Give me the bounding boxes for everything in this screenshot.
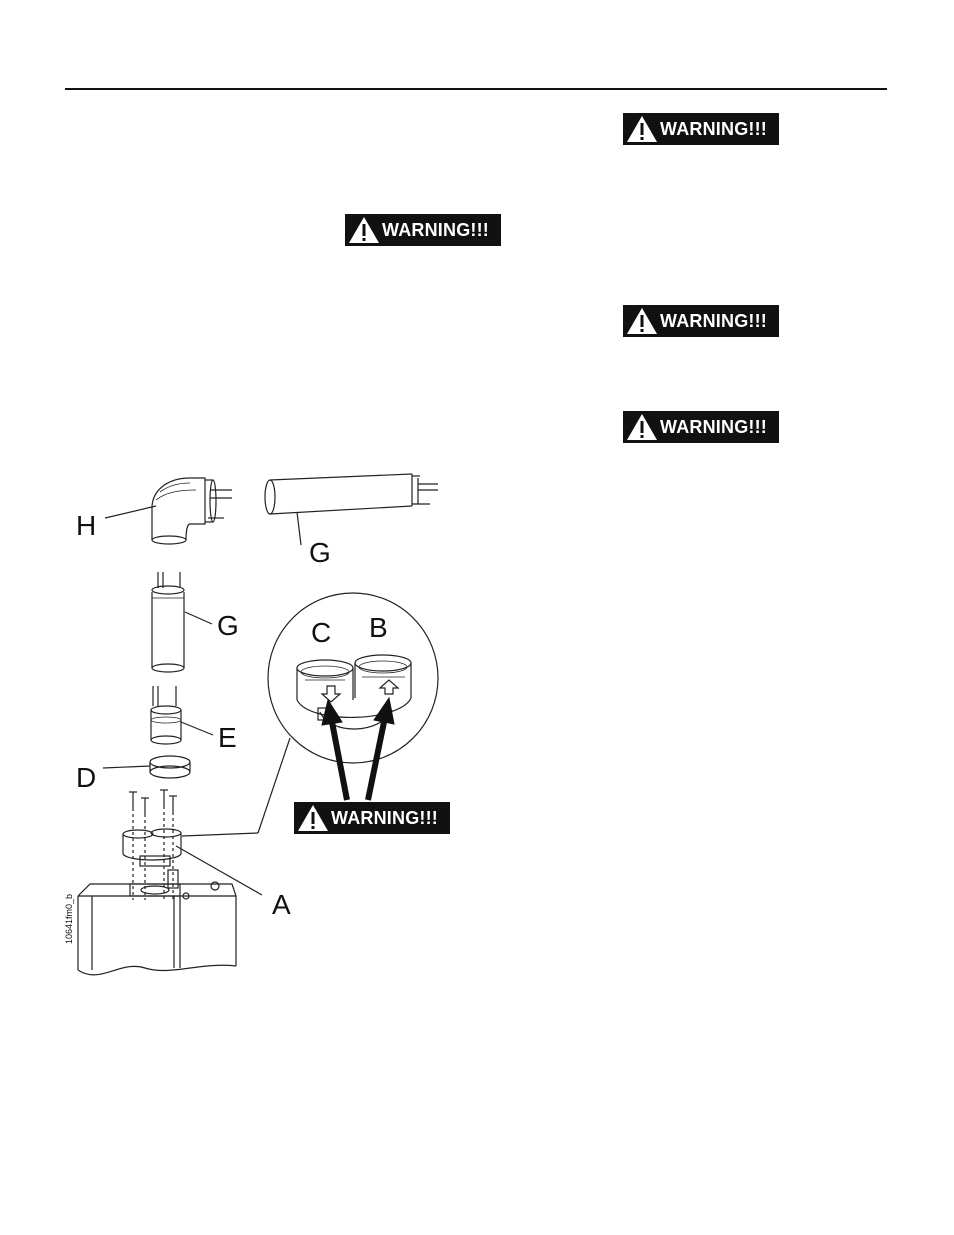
warning-triangle-icon [349,217,379,243]
warning-triangle-icon [627,116,657,142]
twin-port-adaptor-a [122,828,182,867]
warning-triangle-icon [627,308,657,334]
part-label-a: A [272,889,291,920]
elbow-pipe-h [151,477,232,545]
warning-badge: WARNING!!! [623,113,779,145]
drawing-reference-code: 10641fm0_b [64,894,74,944]
warning-badge: WARNING!!! [623,305,779,337]
part-label-h: H [76,510,96,541]
warning-label: WARNING!!! [331,807,438,828]
part-label-e: E [218,722,237,753]
screws [129,789,177,900]
leader-lines [102,505,302,896]
part-label-d: D [76,762,96,793]
part-label-b: B [369,612,388,643]
warning-triangle-icon [627,414,657,440]
straight-pipe-g-horizontal [264,473,438,515]
adaptor-e [150,686,182,745]
arrow-icon [320,679,400,703]
clamp-ring-d [149,755,191,779]
warning-arrows [321,696,395,801]
warning-label: WARNING!!! [382,219,489,240]
warning-badge: WARNING!!! [345,214,501,246]
warning-label: WARNING!!! [660,416,767,437]
part-label-g: G [309,537,331,568]
header-rule [65,88,887,90]
warning-label: WARNING!!! [660,310,767,331]
straight-pipe-g-vertical [151,572,185,673]
part-label-g: G [217,610,239,641]
warning-triangle-icon [298,805,328,831]
part-label-c: C [311,617,331,648]
warning-badge: WARNING!!! [623,411,779,443]
warning-badge: WARNING!!! [294,802,450,834]
warning-label: WARNING!!! [660,118,767,139]
boiler-housing [77,869,237,976]
